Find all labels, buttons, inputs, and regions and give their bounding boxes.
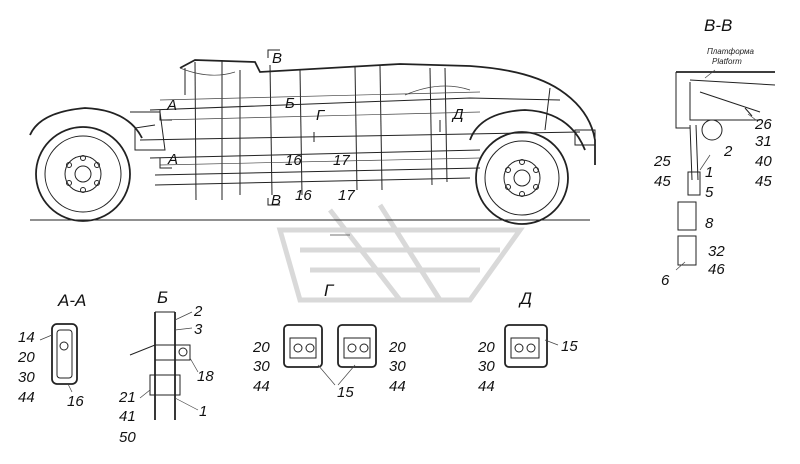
section-title-g: Г [324,281,334,300]
callout-17-lower: 17 [338,187,355,204]
b-label-41: 41 [119,408,136,425]
section-title-aa: А-А [58,291,87,310]
platform-label-en: Platform [712,57,742,66]
callout-17-upper: 17 [333,152,350,169]
g-label-44b: 44 [389,378,406,395]
g-label-44a: 44 [253,378,270,395]
d-label-44: 44 [478,378,495,395]
view-b-drawing [129,311,199,420]
d-label-15: 15 [561,338,578,355]
view-d-drawing [504,324,559,368]
section-title-vv: В-В [704,16,733,35]
front-wheel [475,131,569,225]
marker-g: Г [316,107,325,124]
view-vv-drawing [675,69,776,271]
g-label-30b: 30 [389,358,406,375]
section-title-d: Д [520,289,532,308]
g-label-15: 15 [337,384,354,401]
aa-label-30: 30 [18,369,35,386]
aa-label-44: 44 [18,389,35,406]
d-label-20: 20 [478,339,495,356]
marker-b: Б [285,95,295,112]
vv-label-1: 1 [705,164,714,181]
platform-label-ru: Платформа [707,47,754,56]
vv-label-32: 32 [708,243,725,260]
watermark-logo [276,203,525,303]
vehicle-body [134,59,596,236]
marker-a-bottom: А [168,151,179,168]
front-fender [469,109,586,151]
vv-label-5: 5 [705,184,714,201]
callout-16-upper: 16 [285,152,302,169]
vv-label-31: 31 [755,133,772,150]
b-label-3: 3 [194,321,203,338]
rear-wheel [35,126,131,222]
marker-v-top: В [272,50,283,67]
marker-a-top: А [167,97,178,114]
vv-label-45a: 45 [755,173,772,190]
section-title-b: Б [157,288,169,307]
aa-label-20: 20 [18,349,35,366]
vv-label-40: 40 [755,153,772,170]
g-label-30a: 30 [253,358,270,375]
b-label-21: 21 [119,389,136,406]
view-aa-drawing [39,323,78,393]
marker-v-bottom: В [271,192,282,209]
b-label-2: 2 [194,303,203,320]
vv-label-25: 25 [654,153,671,170]
marker-d: Д [453,106,464,123]
vv-label-6: 6 [661,272,670,289]
b-label-1: 1 [199,403,208,420]
callout-16-lower: 16 [295,187,312,204]
vv-label-46: 46 [708,261,725,278]
section-markers [159,49,441,206]
b-label-50: 50 [119,429,136,446]
d-label-30: 30 [478,358,495,375]
vv-label-45b: 45 [654,173,671,190]
view-g-drawing [283,324,377,386]
vv-label-8: 8 [705,215,714,232]
aa-label-16: 16 [67,393,84,410]
g-label-20a: 20 [253,339,270,356]
b-label-18: 18 [197,368,214,385]
vv-label-26: 26 [755,116,772,133]
vv-label-2: 2 [724,143,733,160]
rear-fender [29,107,143,139]
aa-label-14: 14 [18,329,35,346]
g-label-20b: 20 [389,339,406,356]
